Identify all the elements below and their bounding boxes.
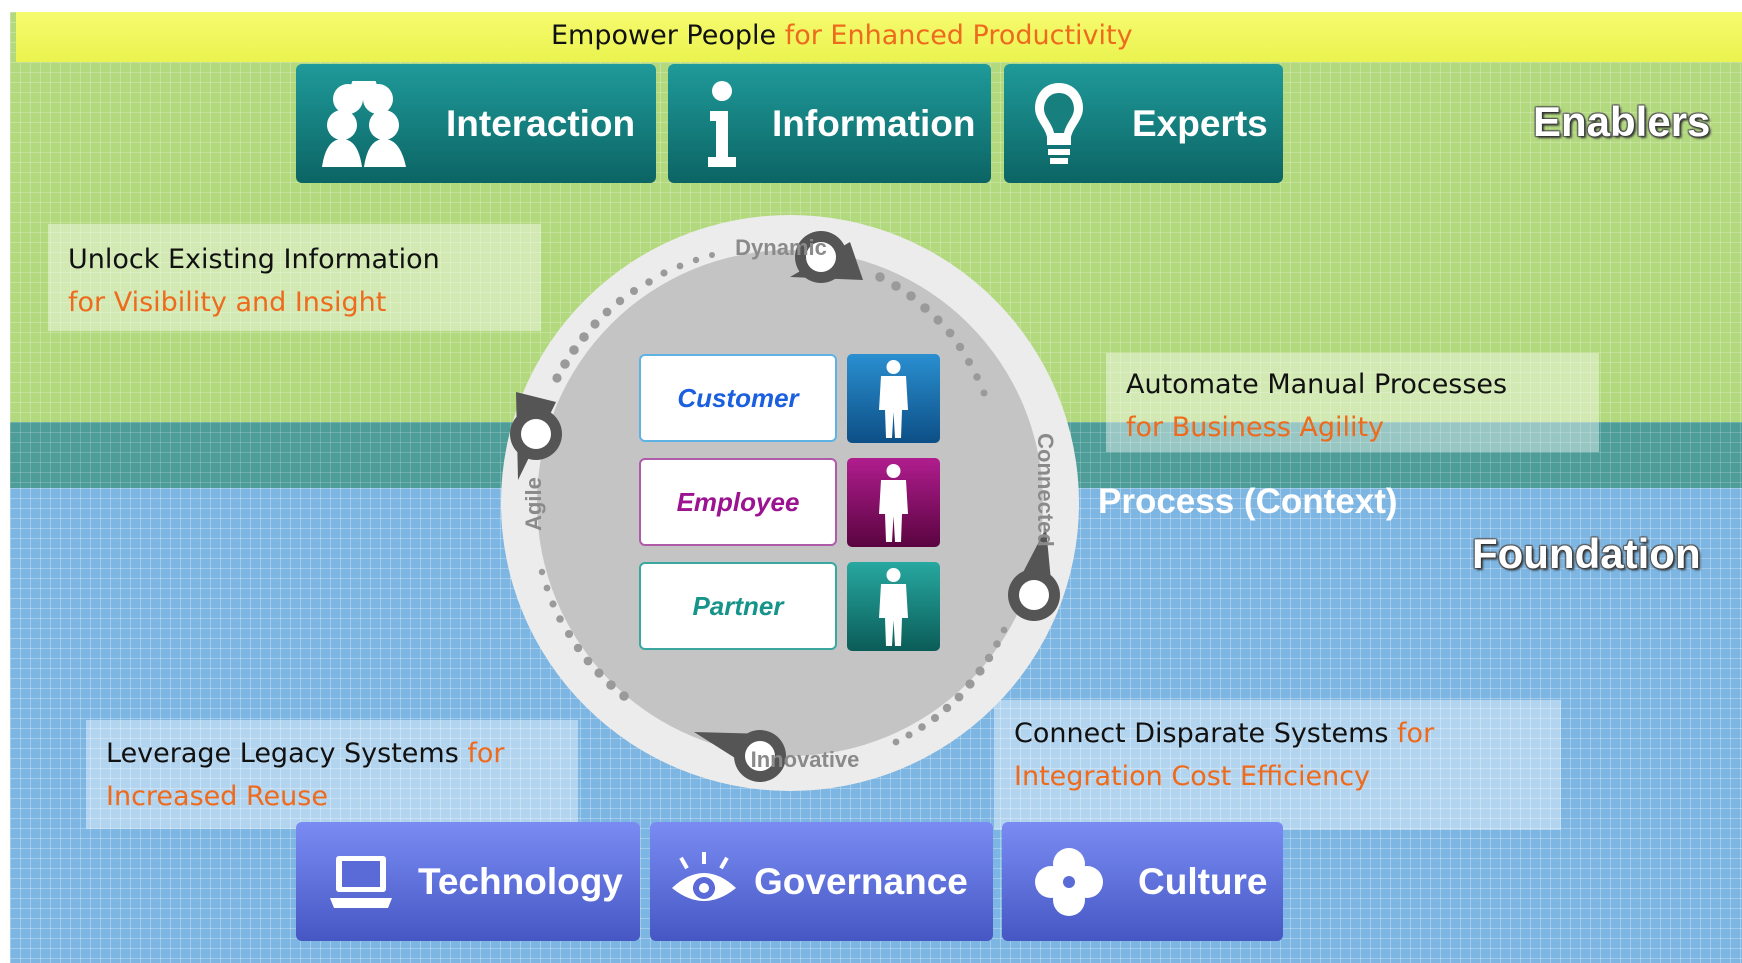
persona-employee-label: Employee — [676, 486, 800, 517]
tile-experts[interactable]: Experts — [1004, 64, 1283, 183]
ring-marker-right — [1008, 528, 1060, 621]
note-unlock-information: Unlock Existing Information for Visibili… — [48, 224, 541, 331]
ring-label-innovative: Innovative — [751, 747, 860, 772]
banner-title: Empower People for Enhanced Productivity — [551, 20, 1133, 51]
persona-employee-figure — [847, 458, 940, 547]
banner-title-accent: for Enhanced Productivity — [784, 20, 1133, 51]
person-icon — [879, 360, 908, 438]
note-connect-line1: Connect Disparate Systems — [1014, 718, 1389, 749]
note-automate-line1: Automate Manual Processes — [1126, 369, 1508, 400]
info-icon — [708, 80, 736, 167]
tile-culture[interactable]: Culture — [1002, 822, 1283, 941]
note-leverage-line1-accent: for — [467, 738, 505, 769]
note-leverage-line1: Leverage Legacy Systems — [106, 738, 459, 769]
note-connect-systems: Connect Disparate Systems for Integratio… — [994, 700, 1561, 830]
tile-culture-label: Culture — [1138, 860, 1268, 902]
enablers-label: Enablers — [1533, 98, 1711, 145]
tile-technology-label: Technology — [418, 860, 623, 902]
person-icon — [879, 464, 908, 542]
persona-partner-label: Partner — [692, 590, 784, 621]
ring-dots-top-left — [552, 252, 715, 383]
persona-customer-figure — [847, 354, 940, 443]
note-automate-line2: for Business Agility — [1126, 412, 1385, 443]
ring-label-connected: Connected — [1033, 433, 1058, 547]
top-banner — [16, 12, 1742, 62]
tile-information[interactable]: Information — [668, 64, 991, 183]
note-leverage-legacy: Leverage Legacy Systems for Increased Re… — [86, 720, 578, 829]
process-label: Process (Context) — [1098, 482, 1398, 521]
tile-information-label: Information — [772, 102, 976, 144]
note-leverage-line2: Increased Reuse — [106, 781, 328, 812]
note-automate-processes: Automate Manual Processes for Business A… — [1106, 353, 1599, 452]
persona-employee-box[interactable]: Employee — [639, 458, 837, 546]
flower-icon — [1035, 847, 1103, 916]
note-connect-line1-accent: for — [1397, 718, 1435, 749]
persona-customer-box[interactable]: Customer — [639, 354, 837, 442]
tile-experts-label: Experts — [1132, 102, 1268, 144]
ring-dots-bottom-left — [538, 568, 629, 701]
tile-governance[interactable]: Governance — [650, 822, 993, 941]
ring-marker-left — [510, 392, 562, 480]
foundation-label: Foundation — [1472, 530, 1701, 577]
tile-interaction[interactable]: Interaction — [296, 64, 656, 183]
ring-label-dynamic: Dynamic — [735, 235, 827, 260]
ring-dots-top-right — [875, 272, 988, 397]
note-unlock-line2: for Visibility and Insight — [68, 287, 387, 318]
ring-marker-bottom — [694, 730, 786, 782]
persona-partner-box[interactable]: Partner — [639, 562, 837, 650]
note-connect-line2: Integration Cost Efficiency — [1014, 761, 1371, 792]
persona-partner-figure — [847, 562, 940, 651]
ring-label-agile: Agile — [521, 477, 546, 531]
tile-technology[interactable]: Technology — [296, 822, 640, 941]
banner-title-main: Empower People — [551, 20, 777, 51]
note-unlock-line1: Unlock Existing Information — [68, 244, 440, 275]
eye-icon — [672, 851, 736, 901]
people-icon — [322, 80, 406, 167]
persona-customer-label: Customer — [677, 382, 799, 413]
tile-interaction-label: Interaction — [446, 102, 636, 144]
ring-marker-top — [790, 231, 863, 283]
laptop-icon — [330, 855, 392, 908]
ring-dots-bottom-right — [892, 626, 1008, 746]
lightbulb-icon — [1035, 82, 1083, 164]
person-icon — [879, 568, 908, 646]
tile-governance-label: Governance — [754, 860, 968, 902]
